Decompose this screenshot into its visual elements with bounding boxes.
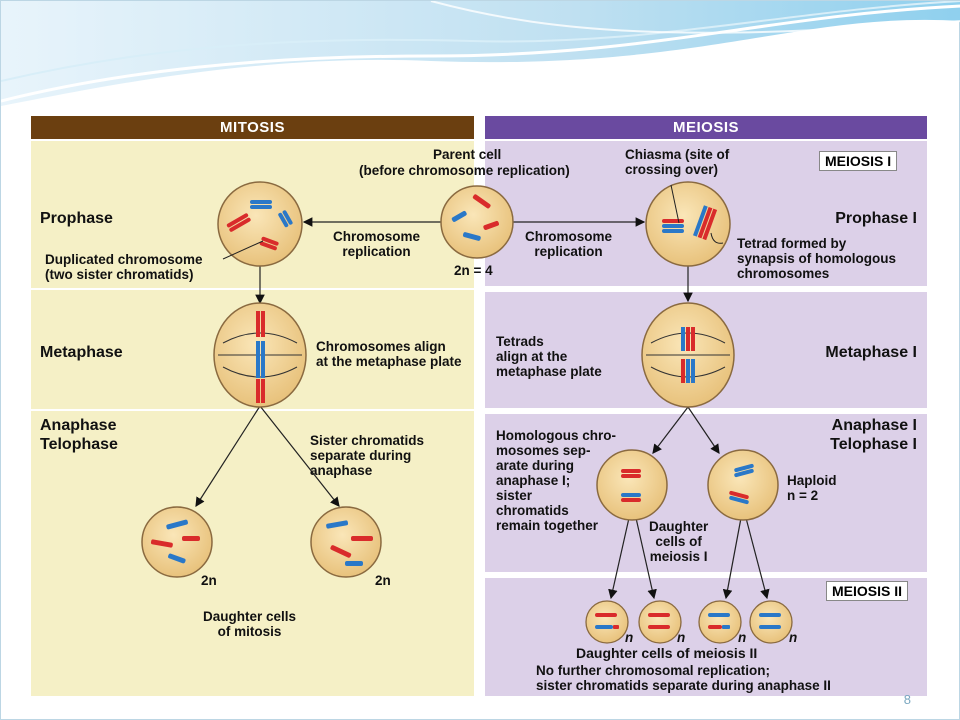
arrow xyxy=(722,517,742,600)
chromosome xyxy=(483,220,499,230)
wave-decoration xyxy=(1,1,960,106)
daughter-ploidy-right: 2n xyxy=(375,573,391,588)
meiosis-two-daughter-cell-1 xyxy=(585,600,629,644)
parent-ploidy: 2n = 4 xyxy=(454,263,493,278)
chromosome xyxy=(462,232,481,241)
mitosis-daughter-cell-right xyxy=(310,506,382,578)
haploid-n-2: n xyxy=(677,630,686,645)
meiosis-one-label: MEIOSIS I xyxy=(819,151,898,171)
arrow xyxy=(745,517,770,600)
no-further-replication-label: No further chromosomal replication; sist… xyxy=(536,663,831,693)
stage-anaphase-telophase: Anaphase Telophase xyxy=(40,417,118,453)
stage-metaphase: Metaphase xyxy=(40,344,123,361)
meiosis-two-daughter-cell-3 xyxy=(698,600,742,644)
mitosis-metaphase-cell xyxy=(213,302,307,408)
mitosis-prophase-cell xyxy=(217,181,303,267)
meiosis-two-daughter-cell-2 xyxy=(638,600,682,644)
meiosis-panel-anaphase xyxy=(485,414,927,572)
chiasma-label: Chiasma (site of crossing over) xyxy=(625,147,730,177)
mitosis-daughter-cell-left xyxy=(141,506,213,578)
stage-prophase: Prophase xyxy=(40,210,113,227)
divider-line xyxy=(31,409,474,411)
haploid-n-4: n xyxy=(789,630,798,645)
meiosis-one-daughter-cell-left xyxy=(596,449,668,521)
tetrad-formed-label: Tetrad formed by synapsis of homologous … xyxy=(737,236,897,281)
arrow xyxy=(608,517,630,600)
arrow xyxy=(652,406,689,454)
arrow xyxy=(259,405,340,507)
meiosis-two-label: MEIOSIS II xyxy=(826,581,909,601)
meiosis-metaphase-cell xyxy=(641,302,735,408)
sister-chromatids-label: Sister chromatids separate during anapha… xyxy=(310,433,425,478)
daughter-cells-meiosis-one-label: Daughter cells of meiosis I xyxy=(649,519,709,564)
daughter-cells-meiosis-two-label: Daughter cells of meiosis II xyxy=(576,645,758,661)
haploid-n-1: n xyxy=(625,630,634,645)
arrows xyxy=(195,217,770,600)
stage-prophase-one: Prophase I xyxy=(835,210,917,227)
duplicated-chromosome-label: Duplicated chromosome (two sister chroma… xyxy=(45,252,203,282)
haploid-label: Haploid n = 2 xyxy=(787,473,837,503)
mitosis-header: MITOSIS xyxy=(31,116,474,139)
tetrads-align-label: Tetrads align at the metaphase plate xyxy=(496,334,602,379)
daughter-ploidy-left: 2n xyxy=(201,573,217,588)
meiosis-two-daughter-cell-4 xyxy=(749,600,793,644)
pointer-line xyxy=(670,184,680,224)
arrow xyxy=(195,405,261,508)
parent-cell xyxy=(440,185,514,259)
meiosis-header: MEIOSIS xyxy=(485,116,927,139)
haploid-n-3: n xyxy=(738,630,747,645)
meiosis-prophase-cell xyxy=(645,181,731,267)
chromosomes-align-label: Chromosomes align at the metaphase plate xyxy=(316,339,462,369)
arrow xyxy=(687,406,720,454)
parent-cell-note: (before chromosome replication) xyxy=(359,163,570,178)
pointer-line xyxy=(222,240,264,260)
divider-line xyxy=(31,288,474,290)
daughter-cells-mitosis-label: Daughter cells of mitosis xyxy=(203,609,297,639)
replication-label-right: Chromosome replication xyxy=(525,229,613,259)
stage-metaphase-one: Metaphase I xyxy=(825,344,917,361)
stage-anaphase-telophase-one: Anaphase I Telophase I xyxy=(830,417,917,453)
page-number: 8 xyxy=(903,692,911,707)
chromosome xyxy=(472,194,491,209)
chromosome xyxy=(451,211,467,222)
replication-label-left: Chromosome replication xyxy=(333,229,421,259)
homologous-separate-label: Homologous chro- mosomes sep- arate duri… xyxy=(496,428,616,533)
arrow xyxy=(635,517,657,600)
parent-cell-label: Parent cell xyxy=(433,147,502,162)
meiosis-one-daughter-cell-right xyxy=(707,449,779,521)
